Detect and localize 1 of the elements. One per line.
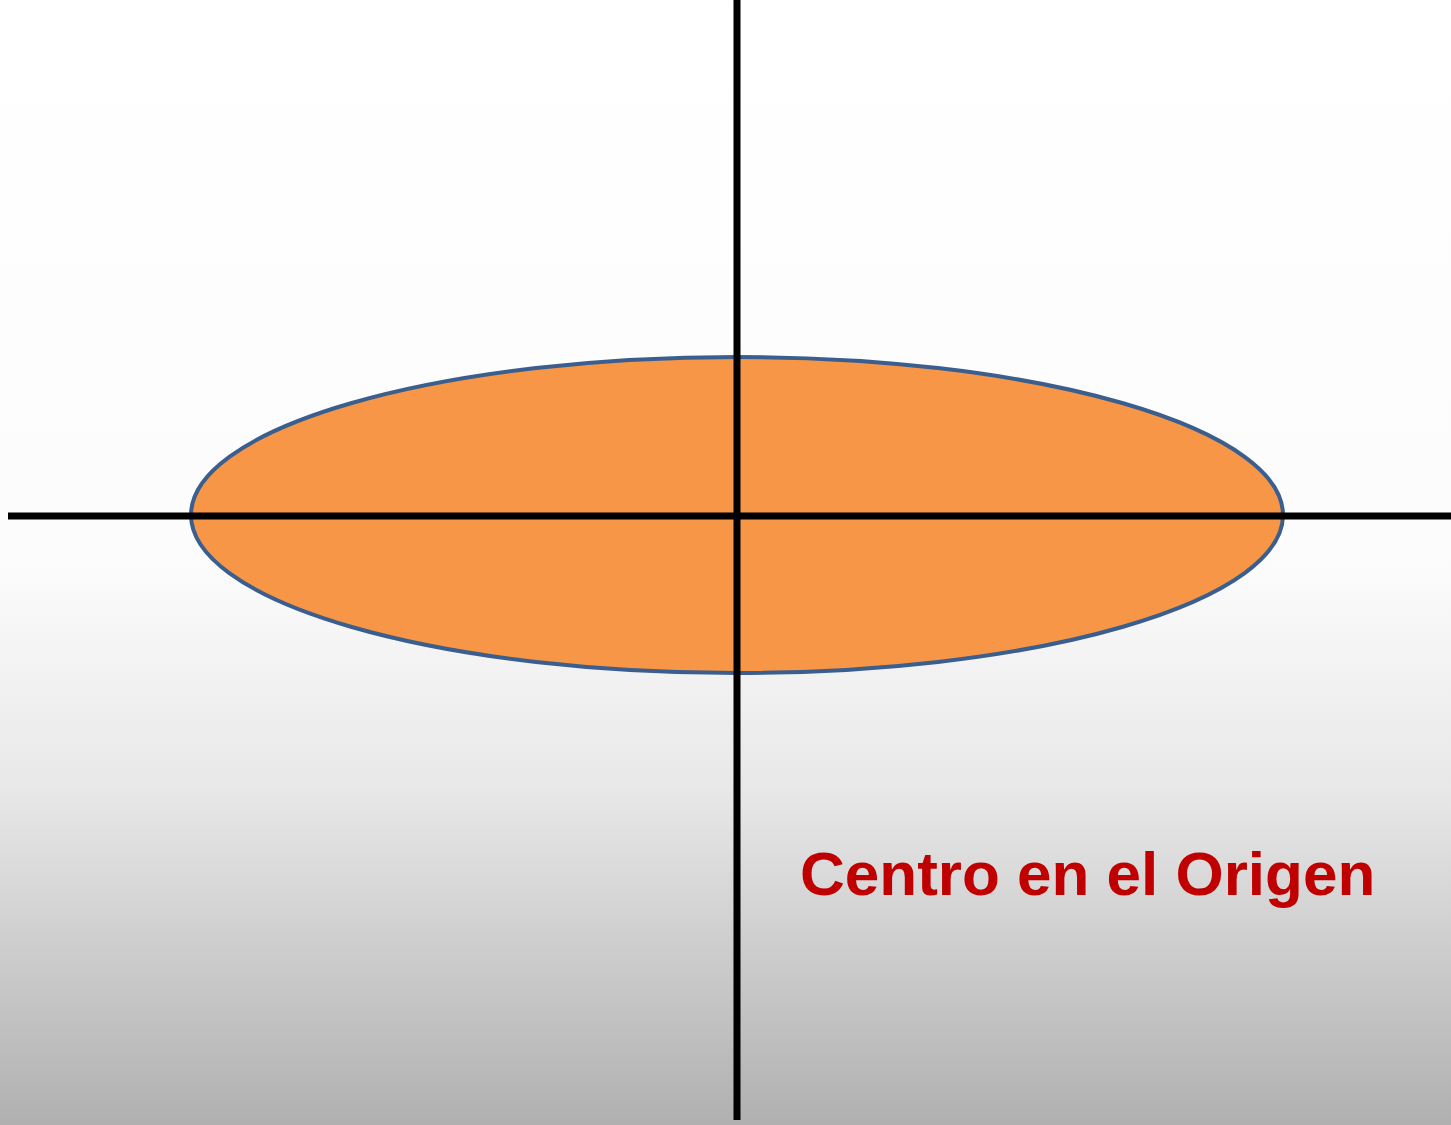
caption-text: Centro en el Origen: [800, 838, 1376, 909]
